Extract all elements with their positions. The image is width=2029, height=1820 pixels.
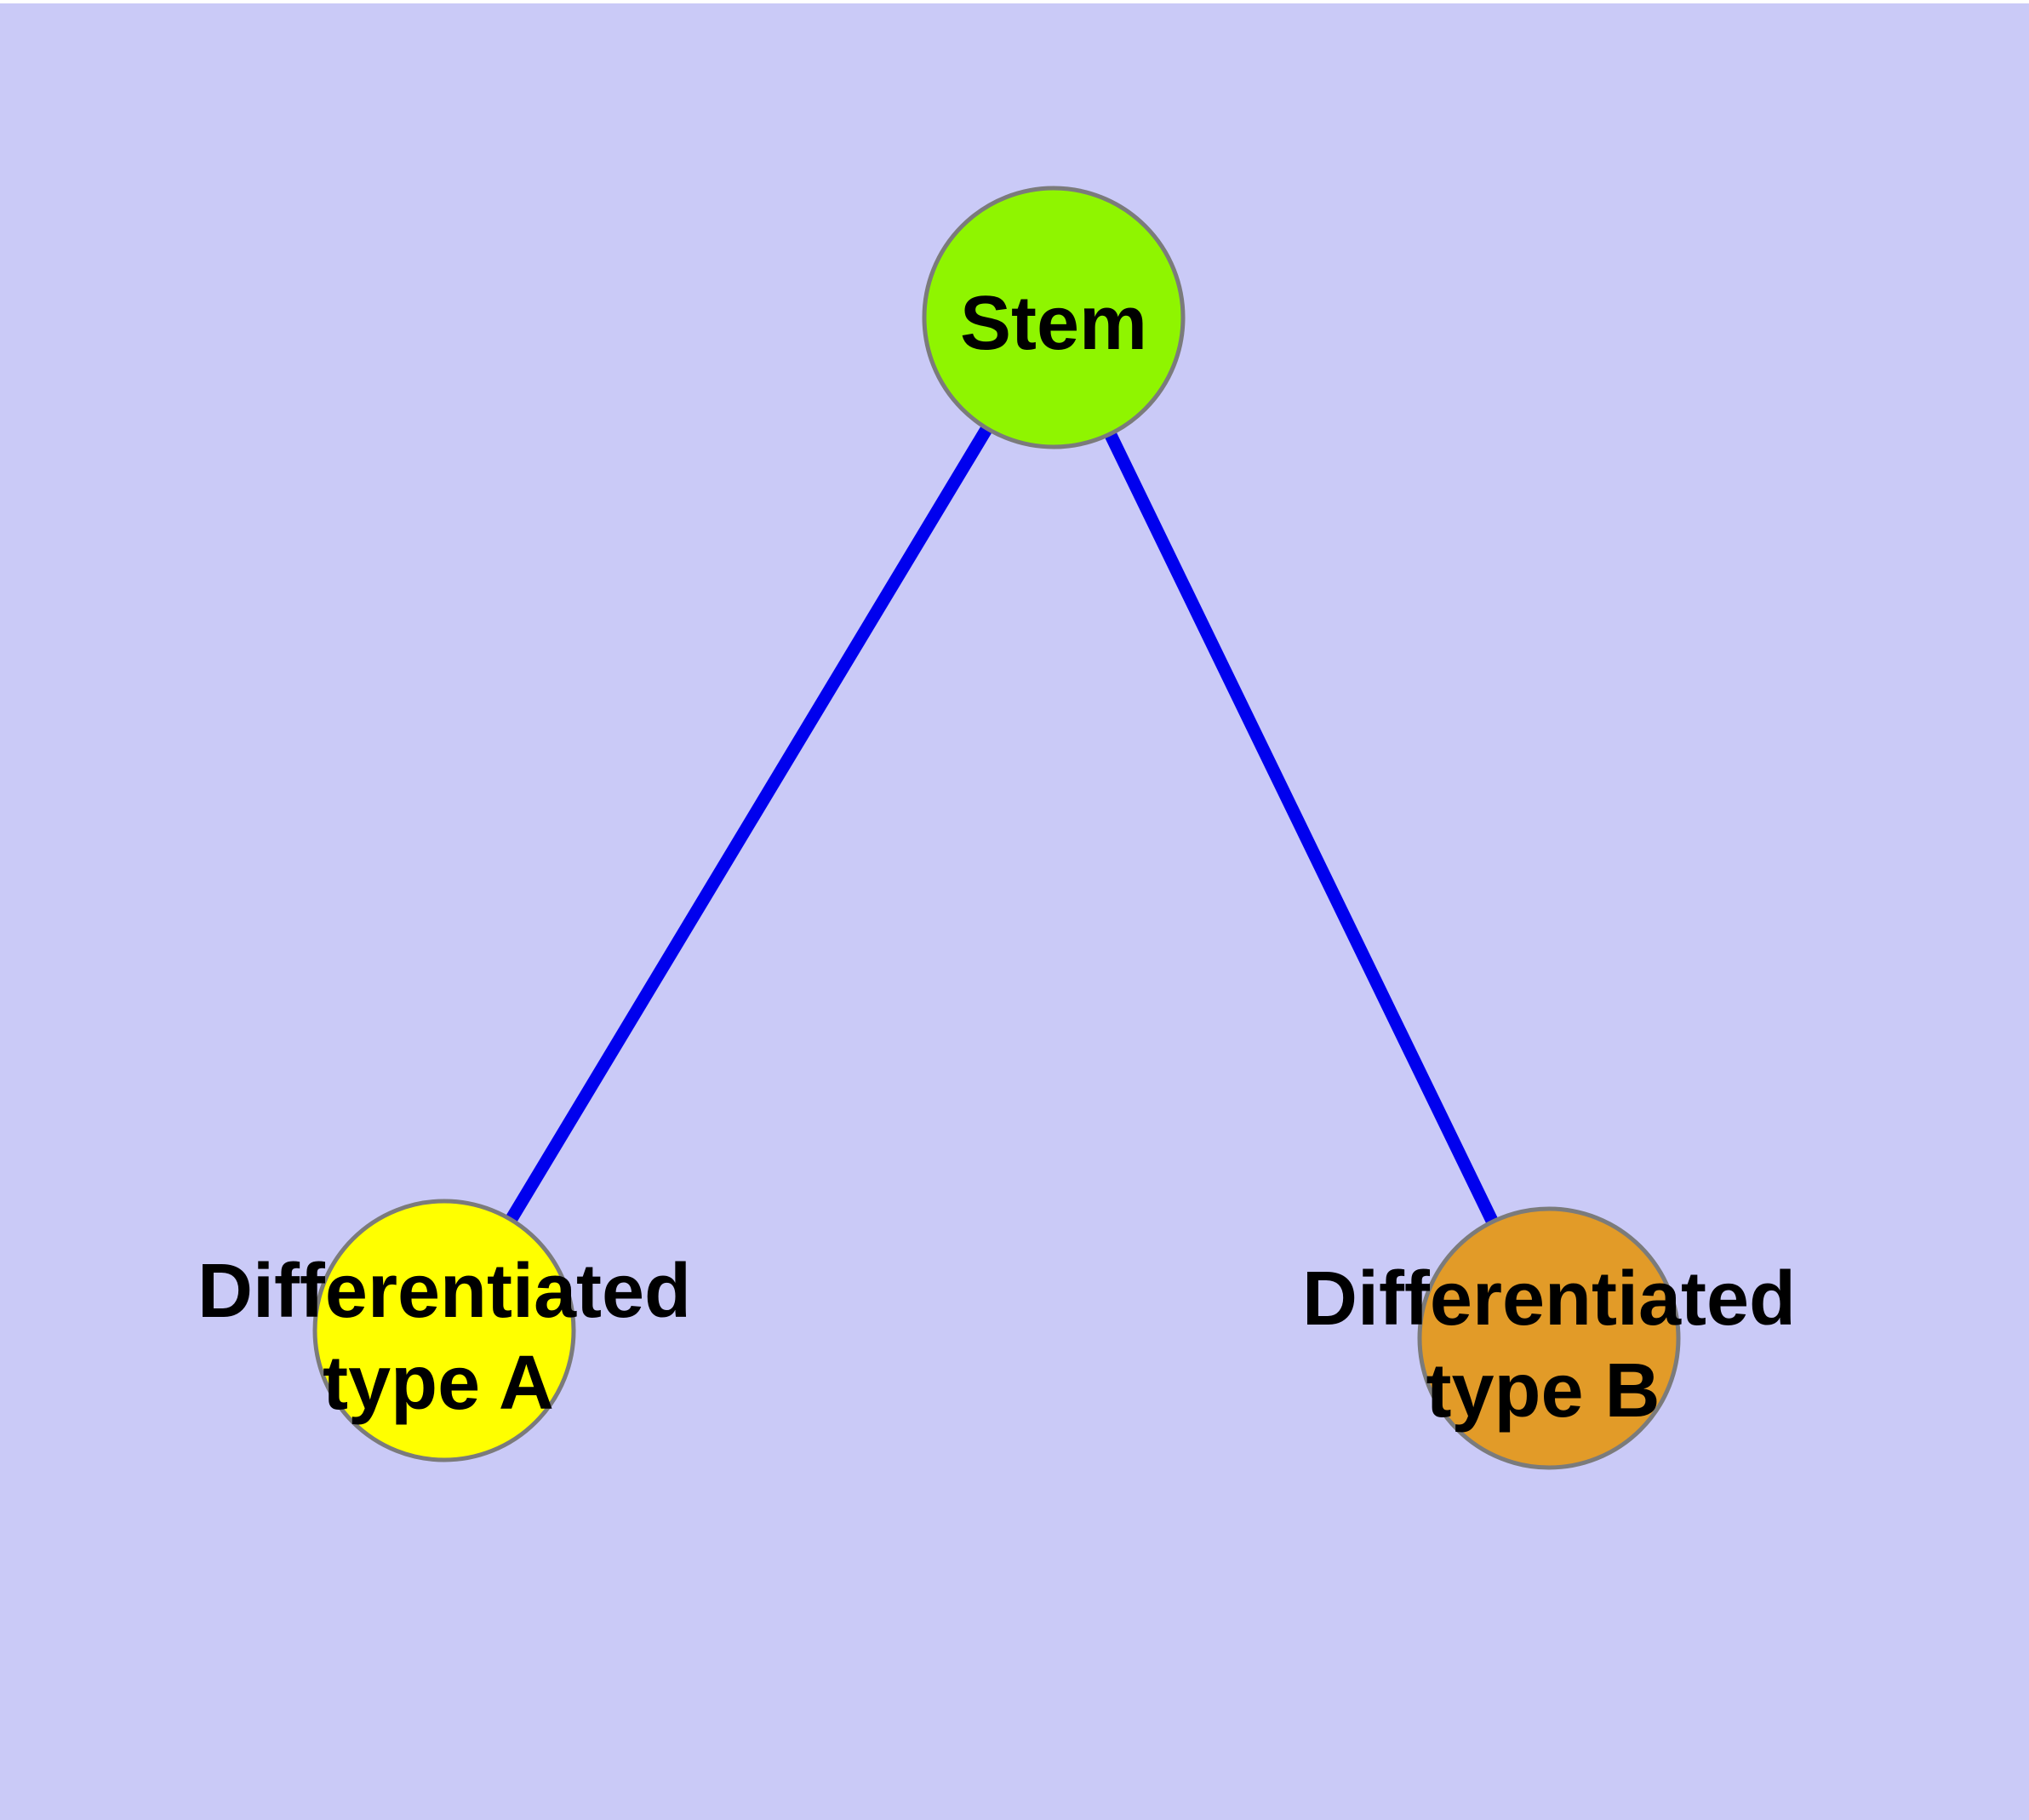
node-type-b-label-line1: Differentiated bbox=[1302, 1256, 1796, 1342]
node-differentiated-type-b bbox=[1417, 1206, 1681, 1470]
node-stem-label: Stem bbox=[960, 281, 1147, 366]
edge-stem-to-type-b bbox=[1048, 314, 1555, 1342]
node-stem bbox=[922, 186, 1186, 449]
node-type-a-label-line2: type A bbox=[323, 1341, 554, 1426]
node-type-a-label-line1: Differentiated bbox=[197, 1249, 691, 1334]
edge-stem-to-type-a bbox=[438, 314, 1060, 1334]
node-type-b-label-line2: type B bbox=[1426, 1348, 1660, 1434]
node-differentiated-type-a bbox=[312, 1199, 576, 1462]
